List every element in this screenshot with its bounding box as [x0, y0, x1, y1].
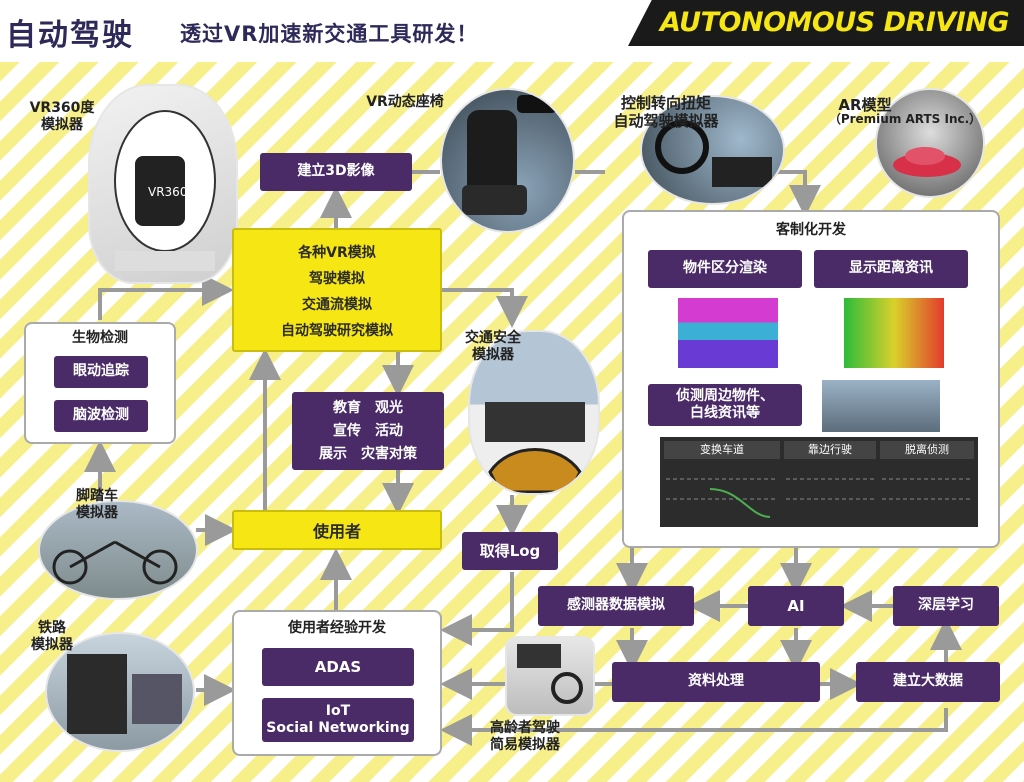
vr-sim-item: 各种VR模拟: [298, 245, 376, 261]
cockpit-icon: [485, 402, 585, 493]
eye-tracking-box: 眼动追踪: [54, 356, 148, 388]
edu-line: 教育 观光: [333, 399, 403, 416]
steering-label: 控制转向扭矩 自动驾驶模拟器: [613, 94, 719, 130]
car-icon: [893, 147, 961, 177]
custom-development-panel: 客制化开发 物件区分渲染 显示距离资讯 侦测周边物件、 白线资讯等 变换车道 靠…: [622, 210, 1000, 548]
vr360-simulator-photo: VR360: [88, 84, 238, 284]
user-box: 使用者: [232, 510, 442, 550]
elderly-label: 高龄者驾驶 简易模拟器: [490, 720, 560, 753]
vr-sim-item: 自动驾驶研究模拟: [281, 323, 393, 339]
elderly-simulator-photo: [505, 636, 595, 716]
page-title: 自动驾驶: [6, 18, 134, 53]
vr-simulations-box: 各种VR模拟 驾驶模拟 交通流模拟 自动驾驶研究模拟: [232, 228, 442, 352]
steering-wheel-icon: [655, 120, 772, 187]
page-subtitle: 透过VR加速新交通工具研发！: [180, 22, 479, 46]
brainwave-box: 脑波检测: [54, 400, 148, 432]
seat-icon: [462, 95, 557, 215]
ux-title: 使用者经验开发: [288, 620, 386, 636]
lane-tab: 脱离侦测: [880, 441, 974, 459]
lane-tab: 靠边行驶: [784, 441, 876, 459]
driving-sim-icon: [517, 644, 583, 704]
svg-text:VR360: VR360: [148, 185, 187, 199]
segmentation-render: [678, 298, 778, 368]
lane-tab: 变换车道: [664, 441, 780, 459]
iot-box: IoT Social Networking: [262, 698, 414, 742]
bike-label: 脚踏车 模拟器: [76, 488, 118, 521]
bicycle-icon: [52, 540, 178, 585]
lane-lines-icon: [666, 478, 972, 518]
ar-label: AR模型: [838, 96, 892, 114]
detection-render: [822, 380, 940, 432]
education-box: 教育 观光 宣传 活动 展示 灾害对策: [292, 392, 444, 470]
edu-line: 宣传 活动: [333, 422, 403, 439]
get-log-box: 取得Log: [462, 532, 558, 570]
distance-info-box: 显示距离资讯: [814, 250, 968, 288]
ai-box: AI: [748, 586, 844, 626]
english-banner: AUTONOMOUS DRIVING: [628, 0, 1024, 46]
adas-box: ADAS: [262, 648, 414, 686]
vr-seat-photo: [440, 88, 575, 233]
header: 自动驾驶 透过VR加速新交通工具研发！ AUTONOMOUS DRIVING: [0, 0, 1024, 62]
custom-title: 客制化开发: [776, 222, 846, 238]
lane-detection-panel: 变换车道 靠边行驶 脱离侦测: [660, 437, 978, 527]
rail-simulator-photo: [45, 632, 195, 752]
detect-objects-box: 侦测周边物件、 白线资讯等: [648, 384, 802, 426]
ar-model-photo: [875, 88, 985, 198]
traffic-safety-photo: [468, 330, 600, 495]
sensor-sim-box: 感测器数据模拟: [538, 586, 694, 626]
big-data-box: 建立大数据: [856, 662, 1000, 702]
bike-simulator-photo: [38, 500, 198, 600]
vr360-icon: VR360: [114, 110, 216, 271]
ux-development-panel: 使用者经验开发 ADAS IoT Social Networking: [232, 610, 442, 756]
vr360-label: VR360度 模拟器: [29, 100, 95, 133]
deep-learning-box: 深层学习: [893, 586, 999, 626]
steering-sim-photo: [640, 95, 785, 205]
rail-label: 铁路 模拟器: [31, 620, 73, 653]
data-processing-box: 资料处理: [612, 662, 820, 702]
vr-sim-item: 驾驶模拟: [309, 271, 365, 287]
train-icon: [67, 654, 182, 734]
build-3d-box: 建立3D影像: [260, 153, 412, 191]
vr-sim-item: 交通流模拟: [302, 297, 372, 313]
vr-seat-label: VR动态座椅: [366, 94, 444, 110]
bio-detection-panel: 生物检测 眼动追踪 脑波检测: [24, 322, 176, 444]
object-render-box: 物件区分渲染: [648, 250, 802, 288]
ar-sub-label: （Premium ARTS Inc.）: [828, 112, 982, 126]
bio-title: 生物检测: [72, 330, 128, 346]
edu-line: 展示 灾害对策: [319, 445, 417, 462]
depth-render: [844, 298, 944, 368]
traffic-safety-label: 交通安全 模拟器: [465, 330, 521, 363]
